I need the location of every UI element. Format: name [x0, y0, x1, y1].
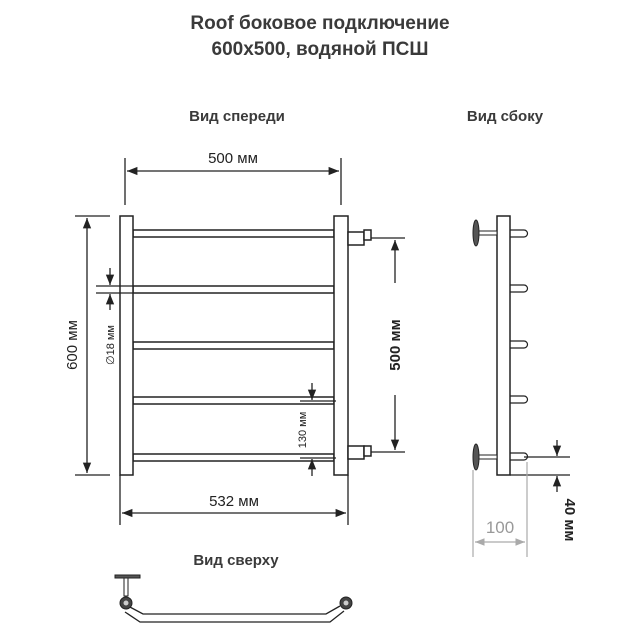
side-post	[496, 215, 511, 476]
dim-height: 600 мм	[64, 320, 81, 370]
front-view-label: Вид спереди	[189, 108, 285, 125]
top-view	[114, 574, 353, 623]
top-view-label: Вид сверху	[193, 552, 279, 569]
dim-bottom-offset: 40 мм	[561, 498, 578, 541]
dim-depth: 100	[486, 518, 514, 537]
bar-stubs	[510, 229, 529, 461]
dim-width-top: 500 мм	[208, 150, 258, 167]
right-post	[333, 215, 349, 476]
side-view: 40 мм 100	[472, 215, 578, 557]
dim-pipe-diameter: ∅18 мм	[105, 325, 117, 365]
left-post	[119, 215, 134, 476]
title-line-1: Roof боковое подключение	[190, 13, 449, 34]
dim-center-distance: 500 мм	[387, 319, 404, 370]
connectors	[347, 229, 372, 460]
wall-mounts	[472, 219, 498, 471]
title-line-2: 600x500, водяной ПСШ	[212, 39, 429, 60]
front-view: 500 мм 600 мм ∅18 мм 130 мм 500 мм 532 м…	[64, 150, 405, 525]
dim-bar-spacing: 130 мм	[297, 412, 309, 449]
dim-width-total: 532 мм	[209, 493, 259, 510]
side-view-label: Вид сбоку	[467, 108, 544, 125]
